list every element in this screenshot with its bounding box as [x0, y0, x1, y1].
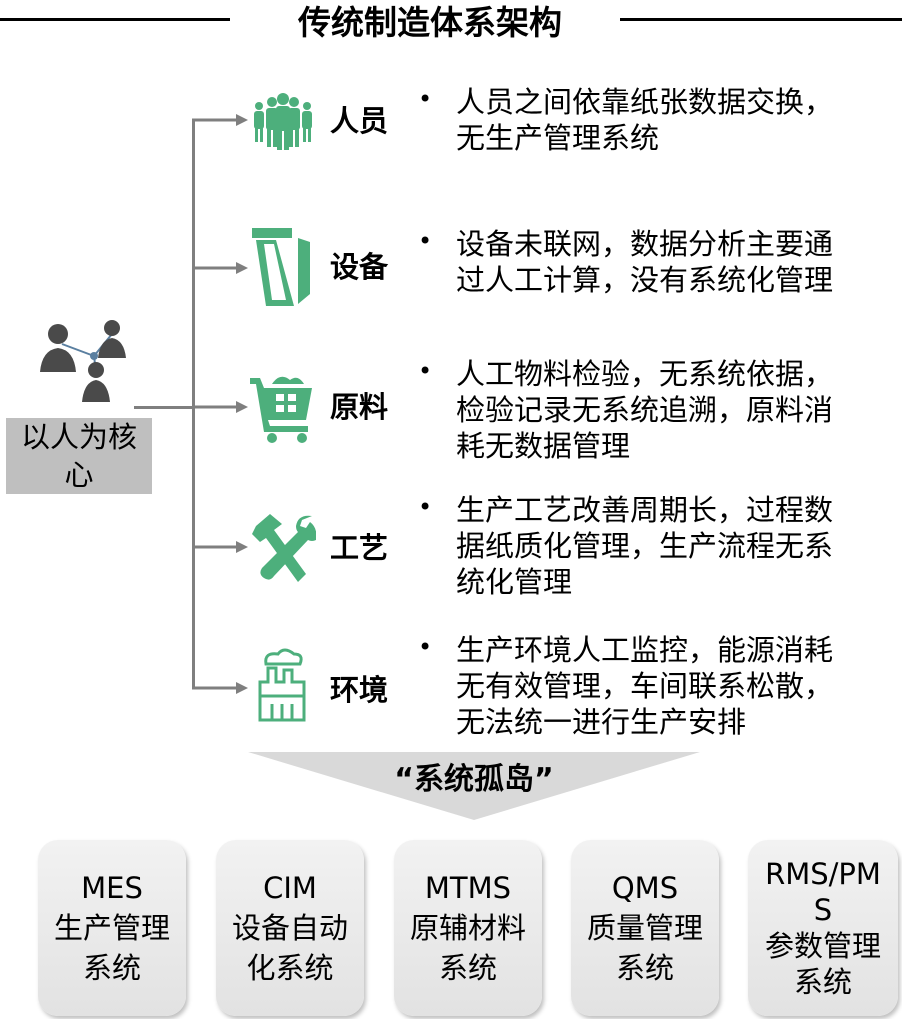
system-line: RMS/PM — [765, 857, 881, 891]
category-label-equipment: 设备 — [330, 250, 389, 284]
page-title: 传统制造体系架构 — [298, 3, 562, 42]
core-label-line2: 心 — [64, 458, 94, 492]
branch-arrow — [192, 401, 248, 413]
system-line: QMS — [611, 871, 679, 905]
bullet-marker: • — [418, 85, 433, 113]
system-line: 系统 — [438, 951, 497, 985]
description-line: 设备未联网，数据分析主要通 — [456, 227, 834, 261]
system-line: 系统 — [615, 951, 674, 985]
system-line: 设备自动 — [231, 911, 348, 945]
core-label-box: 以人为核 心 — [6, 418, 152, 494]
bullet-marker: • — [418, 227, 433, 255]
description-materials: 人工物料检验，无系统依据， 检验记录无系统追溯，原料消 耗无数据管理 — [456, 356, 896, 464]
description-line: 无法统一进行生产安排 — [456, 705, 747, 739]
system-box-mtms: MTMS 原辅材料 系统 — [394, 840, 542, 1016]
category-label-environment: 环境 — [330, 673, 389, 707]
system-box-rms: RMS/PM S 参数管理 系统 — [748, 840, 898, 1016]
description-line: 无有效管理，车间联系松散， — [456, 669, 834, 703]
description-line: 生产环境人工监控，能源消耗 — [456, 633, 834, 667]
bullet-marker: • — [418, 357, 433, 385]
island-label: “系统孤岛” — [394, 762, 554, 797]
description-line: 人工物料检验，无系统依据， — [456, 357, 834, 391]
people-icon — [254, 93, 312, 150]
system-line: 系统 — [793, 965, 852, 999]
category-label-process: 工艺 — [330, 531, 389, 565]
description-equipment: 设备未联网，数据分析主要通 过人工计算，没有系统化管理 — [456, 226, 896, 298]
description-process: 生产工艺改善周期长，过程数 据纸质化管理，生产流程无系 统化管理 — [456, 492, 896, 600]
description-line: 据纸质化管理，生产流程无系 — [456, 529, 834, 563]
category-label-materials: 原料 — [330, 390, 389, 424]
description-line: 检验记录无系统追溯，原料消 — [456, 393, 834, 427]
connector-stem — [134, 406, 194, 409]
title-rule-left — [0, 18, 230, 21]
system-line: MTMS — [424, 871, 512, 905]
system-line: 系统 — [82, 951, 141, 985]
system-line: MES — [81, 871, 143, 905]
people-network-icon — [40, 320, 126, 402]
cart-icon — [250, 376, 312, 443]
system-box-qms: QMS 质量管理 系统 — [571, 840, 719, 1016]
core-label-line1: 以人为核 — [20, 420, 137, 454]
description-personnel: 人员之间依靠纸张数据交换， 无生产管理系统 — [456, 84, 896, 156]
system-line: CIM — [263, 871, 317, 905]
machine-icon — [252, 228, 310, 306]
factory-icon — [258, 648, 306, 722]
description-line: 过人工计算，没有系统化管理 — [456, 263, 834, 297]
bullet-marker: • — [418, 493, 433, 521]
description-line: 无生产管理系统 — [456, 121, 660, 155]
branch-arrow — [192, 682, 248, 694]
tools-icon — [252, 514, 316, 582]
description-line: 生产工艺改善周期长，过程数 — [456, 493, 834, 527]
system-line: 质量管理 — [586, 911, 703, 945]
connector-trunk — [192, 120, 195, 688]
branch-arrow — [192, 114, 248, 126]
system-box-cim: CIM 设备自动 化系统 — [216, 840, 364, 1016]
description-line: 统化管理 — [456, 565, 573, 599]
description-line: 耗无数据管理 — [456, 429, 631, 463]
system-line: 生产管理 — [53, 911, 170, 945]
branch-arrow — [192, 541, 248, 553]
bullet-marker: • — [418, 633, 433, 661]
system-line: S — [813, 893, 833, 927]
system-line: 参数管理 — [764, 929, 881, 963]
branch-arrow — [192, 262, 248, 274]
category-label-personnel: 人员 — [330, 104, 389, 138]
description-line: 人员之间依靠纸张数据交换， — [456, 85, 834, 119]
description-environment: 生产环境人工监控，能源消耗 无有效管理，车间联系松散， 无法统一进行生产安排 — [456, 632, 896, 740]
funnel-shape — [248, 752, 700, 820]
system-line: 原辅材料 — [409, 911, 526, 945]
system-box-mes: MES 生产管理 系统 — [38, 840, 186, 1016]
system-line: 化系统 — [246, 951, 334, 985]
title-rule-right — [620, 18, 902, 21]
